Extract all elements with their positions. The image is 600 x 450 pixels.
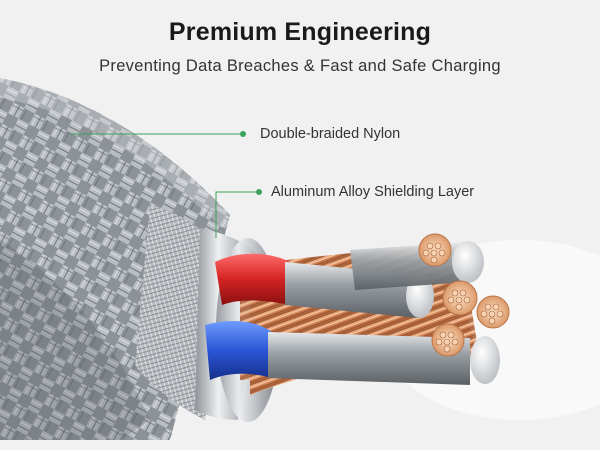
copper-strand-ends: [418, 233, 510, 357]
callout-nylon-line: [70, 131, 246, 137]
callout-shield-line: [215, 189, 262, 238]
page-title: Premium Engineering: [168, 18, 432, 46]
page-subtitle: Preventing Data Breaches & Fast and Safe…: [99, 57, 501, 75]
blue-wire: [205, 320, 500, 385]
callout-label-shield: Aluminum Alloy Shielding Layer: [271, 184, 475, 200]
callout-label-nylon: Double-braided Nylon: [260, 126, 401, 142]
